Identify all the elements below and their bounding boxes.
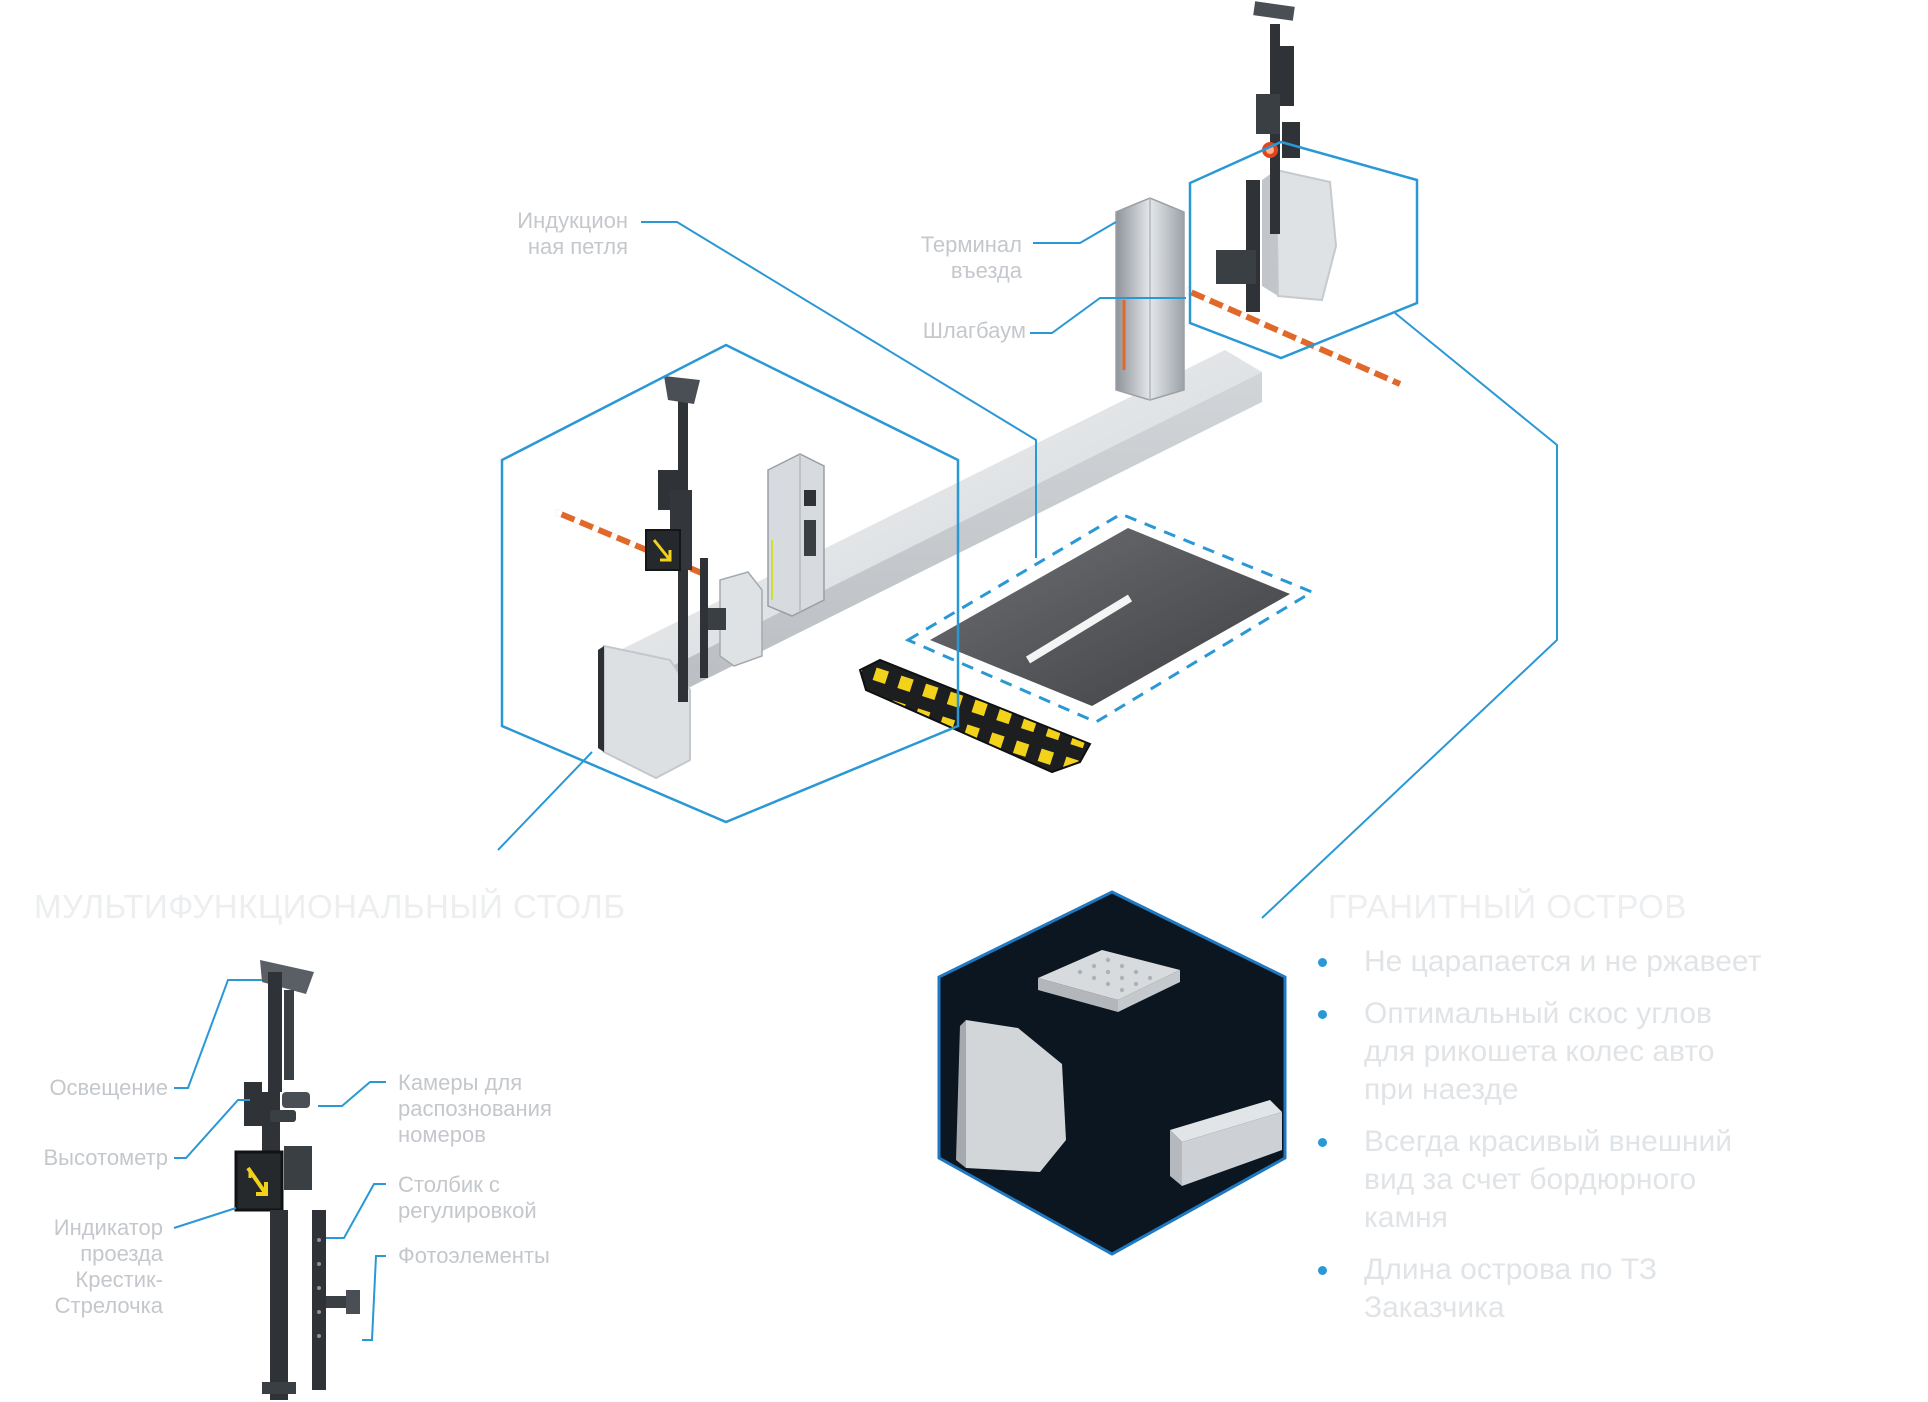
- leader-entry-terminal: [1033, 221, 1117, 244]
- standalone-multifunction-pole: [234, 960, 360, 1400]
- granite-detail-panel: [937, 890, 1287, 1256]
- leader-cameras: [318, 1081, 386, 1107]
- feature-item: Оптимальный скос углов для рикошета коле…: [1318, 995, 1778, 1109]
- far-barrier: [1184, 180, 1402, 387]
- section-title-multifunction-pole: МУЛЬТИФУНКЦИОНАЛЬНЫЙ СТОЛБ: [34, 888, 626, 925]
- leader-near-pole: [497, 751, 593, 851]
- bullet-dot-icon: [1318, 1266, 1327, 1275]
- leader-adjustable-post: [326, 1183, 386, 1239]
- hex-far-barrier: [1188, 140, 1419, 360]
- near-kiosk-terminal: [719, 453, 825, 667]
- speed-bump: [858, 658, 1092, 774]
- curb-straight-sample: [1170, 1100, 1282, 1186]
- bullet-dot-icon: [1318, 1010, 1327, 1019]
- hex-near-equipment: [500, 343, 960, 824]
- leader-induction-loop: [641, 221, 1037, 558]
- label-lighting: Освещение: [49, 1075, 168, 1100]
- label-adjustable-post: Столбик с регулировкой: [398, 1172, 537, 1223]
- feature-text: Длина острова по ТЗ Заказчика: [1364, 1253, 1657, 1324]
- curb-end-cap-sample: [956, 1020, 1066, 1172]
- leader-indicator: [173, 1207, 237, 1229]
- feature-text: Всегда красивый внешний вид за счет борд…: [1364, 1125, 1732, 1234]
- induction-loop: [904, 512, 1316, 724]
- bullet-dot-icon: [1318, 1138, 1327, 1147]
- label-cameras: Камеры для распознования номеров: [398, 1070, 552, 1147]
- label-barrier: Шлагбаум: [922, 318, 1026, 343]
- label-entry-terminal: Терминал въезда: [920, 232, 1022, 283]
- near-multifunction-pole: [645, 376, 726, 702]
- section-title-granite-island: ГРАНИТНЫЙ ОСТРОВ: [1328, 888, 1687, 925]
- leader-lighting: [174, 979, 262, 1089]
- feature-item: Всегда красивый внешний вид за счет борд…: [1318, 1123, 1778, 1237]
- near-granite-cap: [598, 644, 691, 780]
- leader-barrier: [1030, 297, 1186, 334]
- leader-photocells: [362, 1255, 386, 1341]
- bullet-dot-icon: [1318, 958, 1327, 967]
- feature-text: Оптимальный скос углов для рикошета коле…: [1364, 997, 1715, 1106]
- feature-item: Не царапается и не ржавеет: [1318, 943, 1778, 981]
- leader-height-meter: [174, 1099, 250, 1159]
- label-photocells: Фотоэлементы: [398, 1243, 550, 1268]
- label-induction-loop: Индукцион ная петля: [517, 208, 628, 259]
- feature-item: Длина острова по ТЗ Заказчика: [1318, 1251, 1778, 1327]
- feature-text: Не царапается и не ржавеет: [1364, 945, 1762, 978]
- leader-granite-island: [1261, 312, 1558, 919]
- label-indicator: Индикатор проезда Крестик- Стрелочка: [53, 1215, 163, 1318]
- pole-leaders: [173, 979, 386, 1341]
- far-multifunction-pole: [1253, 1, 1300, 234]
- label-height-meter: Высотометр: [43, 1145, 169, 1170]
- granite-features-list: Не царапается и не ржавеет Оптимальный с…: [1318, 943, 1778, 1341]
- tactile-tile-sample: [1038, 950, 1180, 1012]
